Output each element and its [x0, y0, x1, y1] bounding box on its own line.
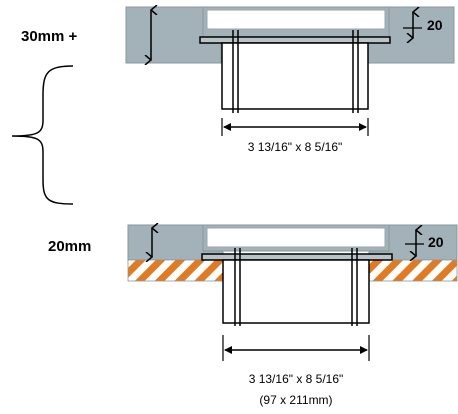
- flange-label: 20: [428, 234, 444, 250]
- bottom-diagram: 20mm 20 3 13/16" x 8 5/16" (97 x 211mm): [48, 225, 458, 407]
- flange: [199, 36, 391, 44]
- thickness-label: 20mm: [48, 238, 91, 255]
- hatched-board-right: [368, 259, 458, 282]
- metric-dimension-label: (97 x 211mm): [259, 393, 332, 407]
- flange: [201, 253, 393, 261]
- flange-label: 20: [427, 17, 443, 33]
- curly-brace: [11, 65, 74, 205]
- housing-box: [221, 42, 369, 110]
- dimension-label: 3 13/16" x 8 5/16": [248, 140, 343, 154]
- housing-box: [222, 259, 370, 324]
- top-diagram: 30mm + 20 3 13/16" x 8 5/16": [21, 7, 455, 154]
- inner-plate: [206, 227, 386, 248]
- thickness-label: 30mm +: [21, 28, 78, 45]
- dimension-label: 3 13/16" x 8 5/16": [249, 372, 344, 386]
- hatched-board-left: [127, 259, 224, 282]
- inner-plate: [206, 9, 386, 30]
